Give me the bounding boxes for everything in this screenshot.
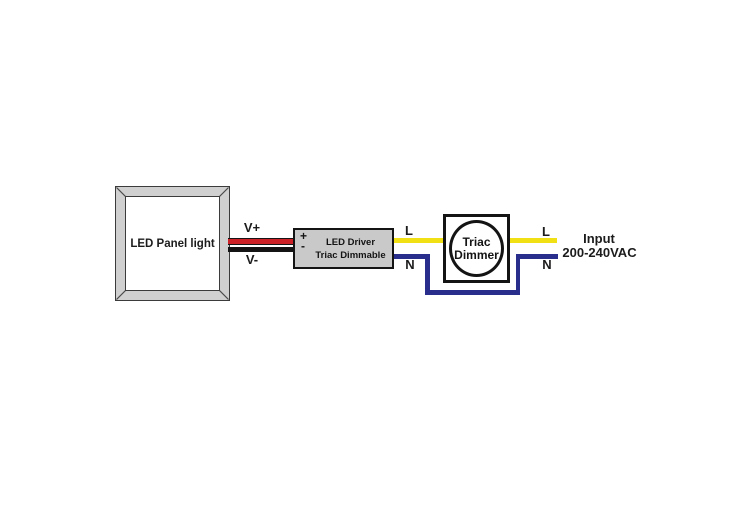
v-plus-wire: [228, 238, 295, 245]
v-plus-label: V+: [243, 220, 261, 235]
neutral-wire-segment: [515, 254, 558, 259]
neutral-wire-segment: [392, 254, 430, 259]
driver-positive-terminal: +: [300, 229, 308, 243]
triac-dimmer-knob: Triac Dimmer: [449, 220, 504, 277]
driver-label-line1: LED Driver: [325, 236, 376, 248]
led-panel-box: LED Panel light: [115, 186, 230, 301]
v-minus-wire: [228, 246, 295, 252]
live-label-right: L: [542, 224, 550, 239]
panel-bevel-lines: [116, 187, 229, 300]
led-panel-face: LED Panel light: [125, 196, 220, 291]
input-voltage-label: 200-240VAC: [562, 245, 637, 260]
neutral-wire-segment: [515, 254, 520, 295]
v-minus-label: V-: [245, 252, 259, 267]
input-label: Input: [583, 231, 615, 246]
dimmer-label-line1: Triac: [462, 234, 491, 249]
neutral-wire-segment: [425, 290, 520, 295]
neutral-label-left: N: [405, 257, 415, 272]
led-panel-label: LED Panel light: [130, 237, 215, 250]
neutral-label-right: N: [542, 257, 552, 272]
driver-negative-terminal: -: [301, 239, 305, 253]
triac-dimmer-box: Triac Dimmer: [443, 214, 510, 283]
driver-label: LED Driver Triac Dimmable: [310, 236, 391, 262]
live-label-left: L: [405, 223, 413, 238]
dimmer-label-line2: Dimmer: [454, 247, 499, 262]
led-driver-box: + - LED Driver Triac Dimmable: [293, 228, 394, 269]
driver-label-line2: Triac Dimmable: [315, 249, 386, 261]
neutral-wire-segment: [425, 254, 430, 295]
